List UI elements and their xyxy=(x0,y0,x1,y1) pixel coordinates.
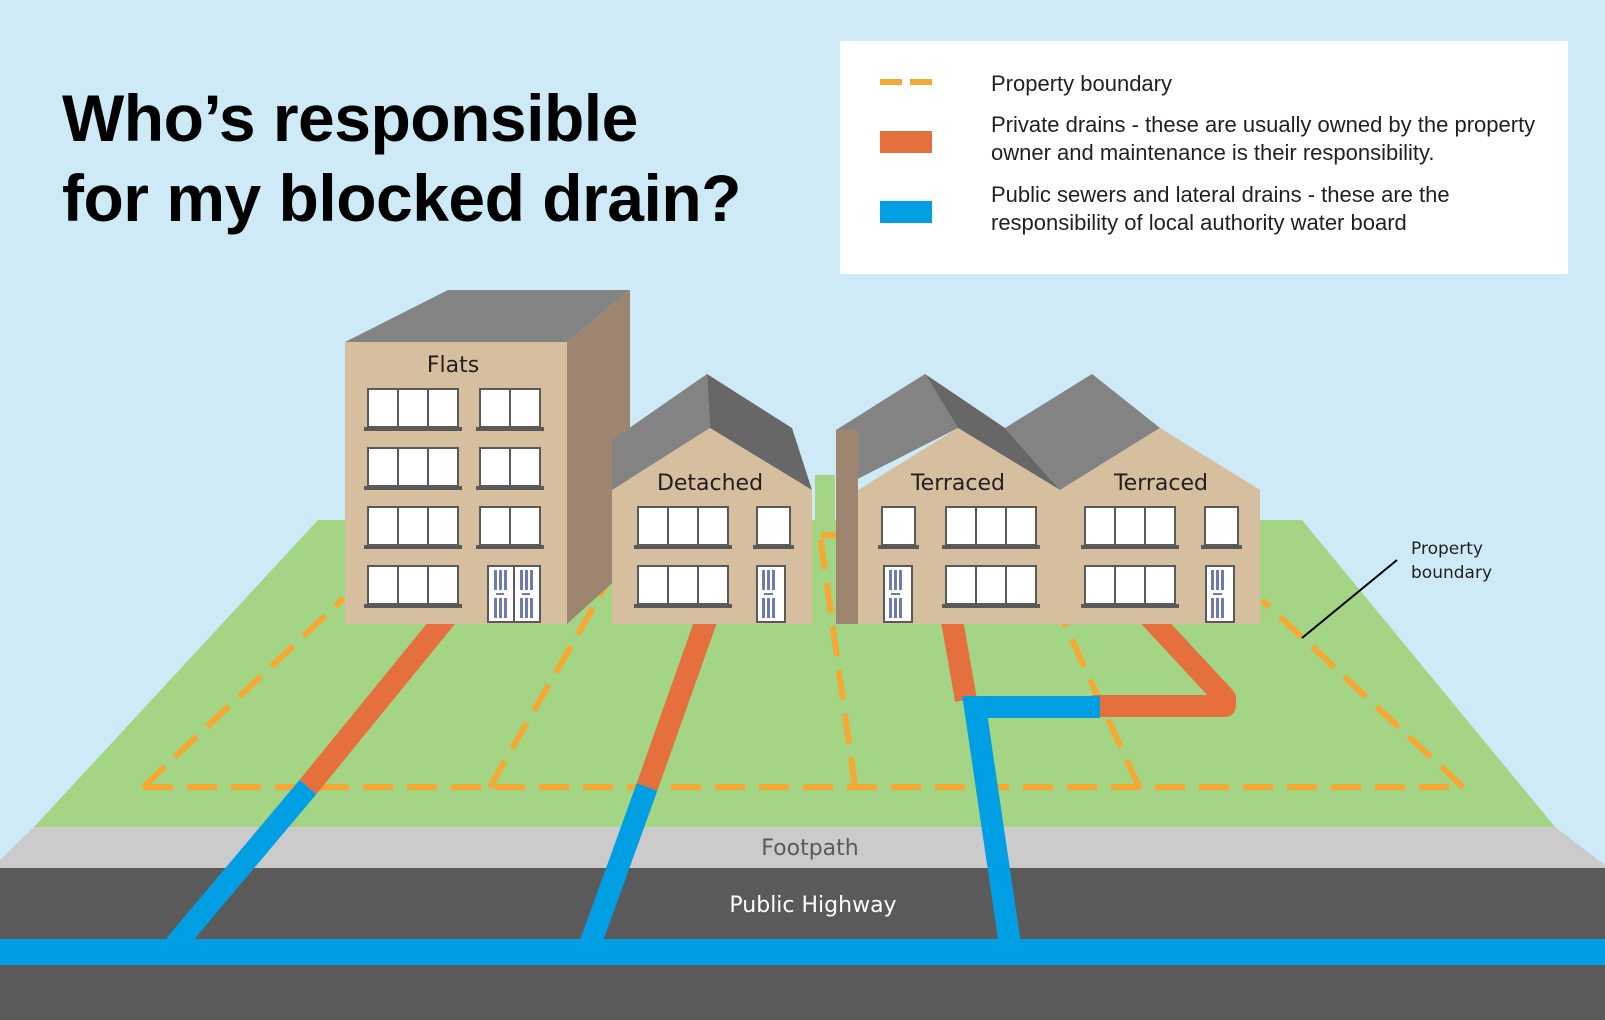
callout-line-2: boundary xyxy=(1411,563,1492,583)
legend-boundary-label: Property boundary xyxy=(991,71,1172,96)
label-terraced-left: Terraced xyxy=(910,471,1005,496)
public-sewers xyxy=(0,696,1605,965)
private-drain-detached xyxy=(636,611,719,791)
private-drain-terraced-left xyxy=(940,613,977,702)
legend-box: Property boundary Private drains - these… xyxy=(840,41,1568,274)
detached-roof-right xyxy=(707,374,812,490)
label-public-highway: Public Highway xyxy=(729,893,896,918)
lateral-drain-terraced xyxy=(962,696,1100,947)
legend-private-text: Private drains - these are usually owned… xyxy=(991,111,1581,167)
terraced-roof-left-b xyxy=(925,374,1060,490)
legend-private-line-2: owner and maintenance is their responsib… xyxy=(991,140,1435,165)
window xyxy=(367,506,459,546)
footpath xyxy=(0,827,1605,868)
private-drain-swatch xyxy=(880,131,932,153)
building-detached: Detached xyxy=(612,374,812,624)
detached-door xyxy=(756,565,786,623)
window xyxy=(881,506,916,546)
lawn-gap xyxy=(815,475,835,520)
building-terraced: Terraced Terraced xyxy=(836,374,1260,624)
label-flats: Flats xyxy=(427,353,479,378)
window xyxy=(637,506,729,546)
detached-window-mullions xyxy=(667,507,699,604)
window xyxy=(1204,506,1239,546)
window xyxy=(756,506,791,546)
callout-leader-line xyxy=(1301,559,1398,639)
detached-roof-left xyxy=(612,374,710,490)
detached-sills xyxy=(634,545,794,608)
window xyxy=(1084,565,1176,605)
detached-windows xyxy=(637,506,791,605)
terraced-door-left xyxy=(883,565,913,623)
lateral-drain-flats xyxy=(166,779,317,953)
private-drain-terraced-right xyxy=(1084,604,1236,717)
legend-private-line-1: Private drains - these are usually owned… xyxy=(991,112,1536,137)
private-drain-flats xyxy=(299,608,457,794)
title-line-2: for my blocked drain? xyxy=(62,161,741,235)
window xyxy=(367,447,459,487)
boundary-flats-left xyxy=(140,595,347,790)
legend-public-line-1: Public sewers and lateral drains - these… xyxy=(991,182,1450,207)
page-title: Who’s responsible for my blocked drain? xyxy=(62,78,741,238)
terraced-window-mullions xyxy=(975,507,1146,604)
terraced-roof-right-a xyxy=(1005,374,1160,490)
label-terraced-right: Terraced xyxy=(1113,471,1208,496)
boundary-dash-swatch xyxy=(880,79,932,85)
public-sewer-swatch xyxy=(880,201,932,223)
window xyxy=(945,565,1037,605)
private-drains xyxy=(299,604,1236,794)
boundary-right xyxy=(1259,597,1466,790)
callout-line-1: Property xyxy=(1411,539,1483,559)
legend-public-text: Public sewers and lateral drains - these… xyxy=(991,181,1581,237)
window xyxy=(637,565,729,605)
terraced-windows xyxy=(881,506,1239,605)
terraced-sills xyxy=(878,545,1242,608)
lateral-drain-detached xyxy=(579,783,658,949)
flats-roof xyxy=(345,290,630,342)
window xyxy=(367,565,459,605)
title-line-1: Who’s responsible xyxy=(62,81,638,155)
terraced-roof-left-a xyxy=(836,374,958,490)
window xyxy=(1084,506,1176,546)
flats-window-mullions xyxy=(397,389,511,604)
road-lower-strip xyxy=(0,955,1605,1020)
terraced-end-wall xyxy=(836,430,858,624)
building-flats: Flats xyxy=(345,290,630,624)
terraced-door-right xyxy=(1205,565,1235,623)
window xyxy=(945,506,1037,546)
label-footpath: Footpath xyxy=(761,836,858,861)
flats-door xyxy=(487,565,541,623)
label-detached: Detached xyxy=(657,471,763,496)
flats-sills xyxy=(364,427,544,608)
legend-public-line-2: responsibility of local authority water … xyxy=(991,210,1407,235)
window xyxy=(367,388,459,428)
boundary-flats-detached xyxy=(487,578,612,789)
